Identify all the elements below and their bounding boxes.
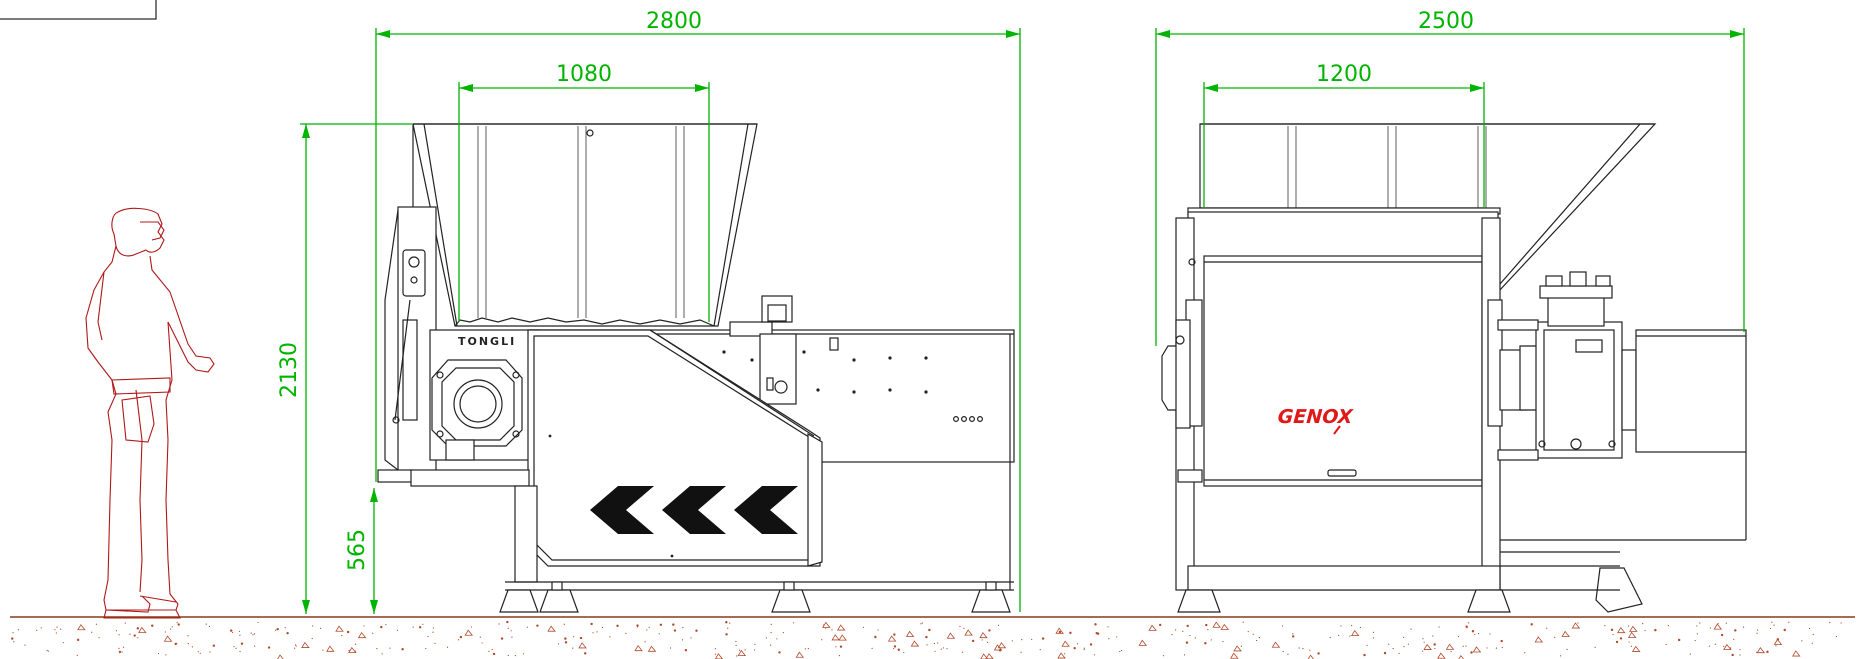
front-hopper <box>412 123 758 327</box>
front-view-machine: TONGLI <box>377 123 1015 613</box>
side-right-gearbox <box>1481 217 1747 591</box>
dim-side-hopper-width: 1200 <box>1316 62 1372 87</box>
front-panel-fasteners <box>548 350 928 558</box>
human-scale-figure <box>85 207 215 619</box>
side-view-machine: GENOX <box>1161 123 1747 613</box>
front-base-frame <box>377 462 1014 613</box>
dim-front-hopper-width: 1080 <box>556 62 612 87</box>
front-control-buttons <box>952 416 983 423</box>
front-dimension-lines <box>300 28 1021 614</box>
side-brand-logo: GENOX <box>1277 406 1354 428</box>
side-main-housing: GENOX <box>1187 211 1499 591</box>
dim-side-total-width: 2500 <box>1418 9 1474 34</box>
dim-front-infeed-height: 565 <box>345 529 370 571</box>
front-left-frame <box>384 206 437 480</box>
front-drive-housing <box>429 329 541 461</box>
side-base-frame <box>1177 565 1643 613</box>
title-box <box>0 0 157 20</box>
dim-front-total-width: 2800 <box>646 9 702 34</box>
dim-front-total-height: 2130 <box>277 342 302 398</box>
feed-direction-arrows <box>590 486 798 534</box>
side-left-bearing <box>1161 217 1203 591</box>
side-dimension-lines <box>1155 28 1745 346</box>
front-brand-logo: TONGLI <box>458 335 516 348</box>
ground <box>10 616 1855 659</box>
